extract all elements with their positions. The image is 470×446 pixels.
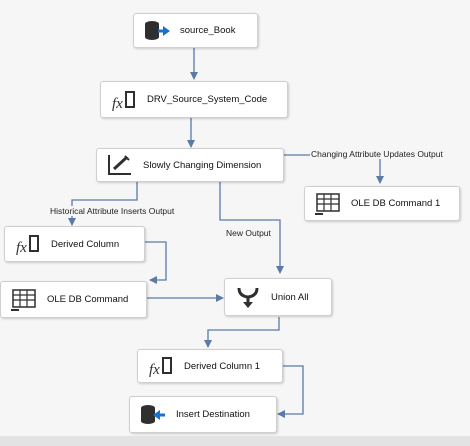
slowly-changing-dimension-node[interactable]: Slowly Changing Dimension (96, 148, 284, 182)
drv-source-system-code-node[interactable]: fx DRV_Source_System_Code (100, 81, 288, 118)
connector-scd-to-union-all[interactable] (219, 182, 284, 274)
canvas-bottom-strip (0, 436, 470, 446)
svg-text:fx: fx (16, 240, 27, 255)
connector-union-all-to-derived-column-1[interactable] (204, 317, 280, 348)
ole-db-command-icon (313, 191, 343, 217)
node-label: OLE DB Command (47, 294, 129, 305)
ole-db-command-1-node[interactable]: OLE DB Command 1 (304, 186, 460, 221)
node-label: OLE DB Command 1 (351, 198, 441, 209)
node-label: DRV_Source_System_Code (147, 94, 268, 105)
fx-derived-column-icon: fx (109, 87, 139, 113)
svg-text:fx: fx (112, 96, 123, 111)
fx-derived-column-icon: fx (146, 353, 176, 379)
node-label: source_Book (180, 25, 236, 36)
source-book-node[interactable]: source_Book (133, 13, 258, 48)
ole-db-command-icon (9, 287, 39, 313)
path-label-historical-attribute-inserts: Historical Attribute Inserts Output (49, 206, 176, 216)
node-label: Slowly Changing Dimension (143, 159, 262, 171)
fx-derived-column-icon: fx (13, 231, 43, 257)
node-label: Derived Column 1 (184, 360, 261, 372)
insert-destination-node[interactable]: Insert Destination (129, 396, 277, 433)
node-label: Insert Destination (176, 409, 250, 420)
database-destination-icon (138, 402, 168, 428)
connector-scd-to-derived-column[interactable] (68, 182, 138, 226)
node-label: Union All (271, 291, 309, 303)
path-label-changing-attribute-updates: Changing Attribute Updates Output (310, 149, 444, 159)
path-label-new-output: New Output (225, 228, 272, 238)
connector-scd-to-ole-db-command-1[interactable] (284, 154, 384, 184)
ole-db-command-node[interactable]: OLE DB Command (0, 281, 147, 318)
union-all-icon (233, 284, 263, 310)
connector-derived-column-to-ole-db-command[interactable] (145, 241, 167, 284)
connector-derived-column-1-to-insert-destination[interactable] (277, 365, 304, 418)
node-label: Derived Column (51, 238, 120, 250)
union-all-node[interactable]: Union All (224, 278, 332, 316)
derived-column-node[interactable]: fx Derived Column (4, 226, 145, 262)
svg-text:fx: fx (149, 362, 160, 377)
derived-column-1-node[interactable]: fx Derived Column 1 (137, 349, 283, 383)
database-source-icon (142, 18, 172, 44)
slowly-changing-dimension-icon (105, 152, 135, 178)
